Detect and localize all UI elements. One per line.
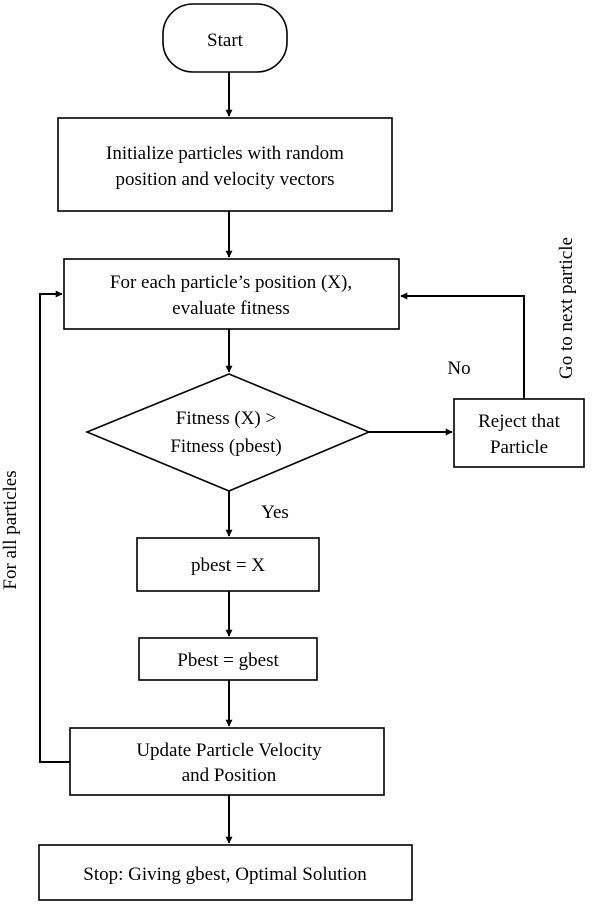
update-label-line2: and Position [182,765,277,786]
decision-label-line2: Fitness (pbest) [170,436,281,457]
arrow-update-loop-to-evaluate [39,290,70,763]
pbest-assign-node: pbest = X [136,537,320,592]
yes-label: Yes [261,502,289,523]
gbest-assign-label: Pbest = gbest [177,650,279,671]
reject-node: Reject that Particle [453,398,585,468]
stop-label: Stop: Giving gbest, Optimal Solution [83,864,367,885]
reject-label-line2: Particle [490,437,548,458]
no-label: No [447,358,470,379]
update-label-line1: Update Particle Velocity [136,740,322,761]
pbest-assign-label: pbest = X [191,555,265,576]
init-label-line1: Initialize particles with random [106,143,344,164]
stop-node: Stop: Giving gbest, Optimal Solution [38,844,413,901]
evaluate-label-line2: evaluate fitness [172,298,290,319]
evaluate-node: For each particle’s position (X), evalua… [63,258,400,330]
start-label: Start [207,30,244,51]
gbest-assign-node: Pbest = gbest [138,637,318,681]
decision-label-line1: Fitness (X) > [176,408,276,429]
next-particle-label: Go to next particle [556,237,577,379]
init-node: Initialize particles with random positio… [57,117,393,212]
evaluate-label-line1: For each particle’s position (X), [110,272,352,293]
all-particles-label: For all particles [0,470,21,589]
start-node: Start [162,3,288,73]
arrow-reject-to-evaluate [400,292,525,399]
reject-label-line1: Reject that [478,411,560,432]
update-node: Update Particle Velocity and Position [69,727,385,796]
init-label-line2: position and velocity vectors [116,169,335,190]
decision-node: Fitness (X) > Fitness (pbest) [84,373,372,492]
